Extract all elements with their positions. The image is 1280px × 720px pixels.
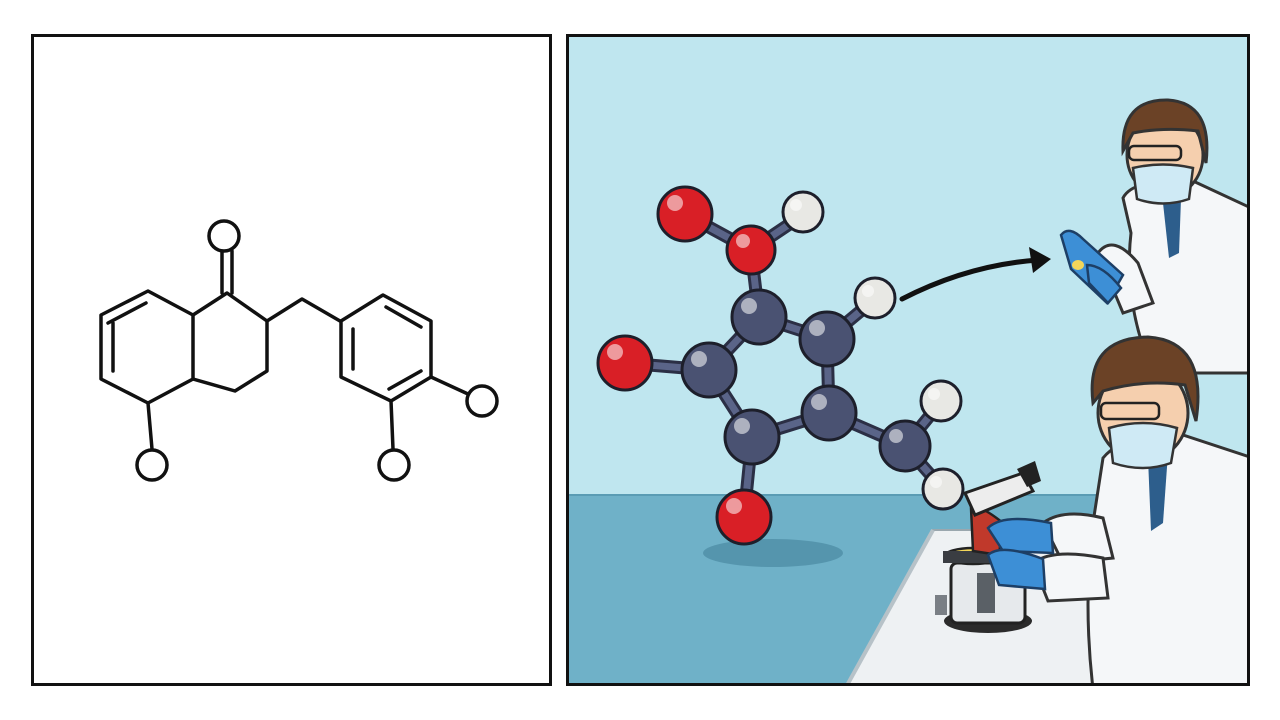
carbon-atom: [732, 290, 786, 344]
oxygen-atom: [598, 336, 652, 390]
carbon-atom: [682, 343, 736, 397]
scientist-back-mask: [1133, 165, 1193, 204]
benzene-substituent-marker: [379, 450, 409, 480]
scientist-back: [1061, 100, 1247, 373]
lab-scene-panel: [566, 34, 1250, 686]
left-ring-double-bond: [108, 303, 146, 323]
molecule-shadow: [703, 539, 843, 567]
methylene-linker: [267, 299, 340, 321]
left-substituent-bond: [148, 403, 152, 449]
carbon-atom: [725, 410, 779, 464]
benzene-double-bond: [386, 307, 421, 327]
structural-formula-panel: [31, 34, 552, 686]
oxygen-atom: [717, 490, 771, 544]
oxygen-atom: [727, 226, 775, 274]
hydrogen-atom: [783, 192, 823, 232]
carbonyl-oxygen-marker: [209, 221, 239, 251]
carbon-atom: [802, 386, 856, 440]
structural-formula-drawing: [34, 37, 549, 683]
benzene-substituent-bond: [391, 401, 393, 449]
benzene-substituent-bond: [431, 377, 468, 394]
benzene-substituent-marker: [467, 386, 497, 416]
hydrogen-atom: [921, 381, 961, 421]
arrow-head: [1029, 247, 1051, 273]
reaction-arrow: [902, 260, 1038, 299]
lab-scene-drawing: [569, 37, 1247, 683]
middle-ring: [193, 293, 267, 391]
left-substituent-marker: [137, 450, 167, 480]
scientist-front-mask: [1109, 423, 1177, 468]
left-ring: [101, 291, 193, 403]
hydrogen-atom: [923, 469, 963, 509]
hydrogen-atom: [855, 278, 895, 318]
oxygen-atom: [658, 187, 712, 241]
carbon-atom: [880, 421, 930, 471]
carbon-atom: [800, 312, 854, 366]
